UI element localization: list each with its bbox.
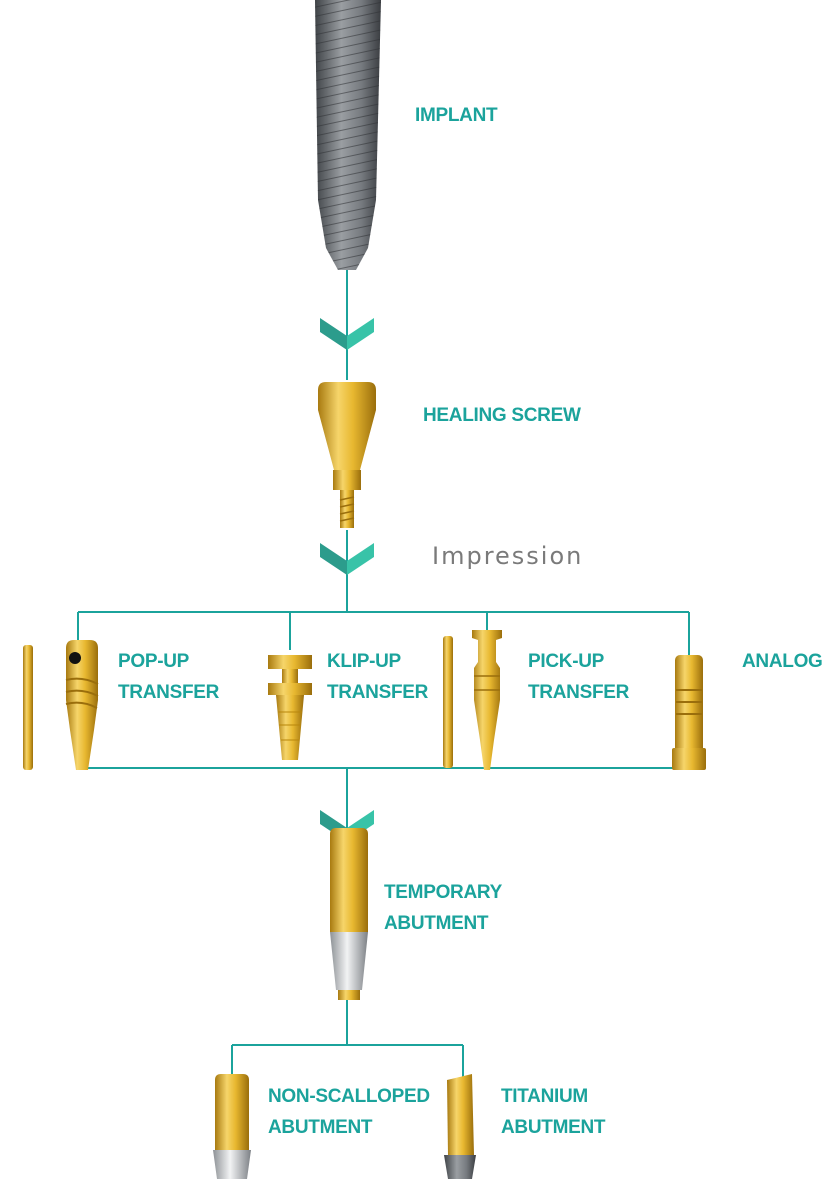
pick-up-transfer-label: PICK-UP TRANSFER	[528, 646, 629, 708]
implant-label: IMPLANT	[415, 100, 497, 131]
non-scalloped-label-line1: NON-SCALLOPED	[268, 1081, 430, 1112]
titanium-label-line2: ABUTMENT	[501, 1112, 605, 1143]
klip-up-label-line1: KLIP-UP	[327, 646, 428, 677]
healing-screw-icon	[318, 382, 376, 528]
pick-up-label-line2: TRANSFER	[528, 677, 629, 708]
temporary-abutment-label: TEMPORARY ABUTMENT	[384, 877, 502, 939]
pop-up-transfer-label: POP-UP TRANSFER	[118, 646, 219, 708]
titanium-label-line1: TITANIUM	[501, 1081, 605, 1112]
klip-up-label-line2: TRANSFER	[327, 677, 428, 708]
pop-up-transfer-icon	[23, 640, 98, 770]
healing-screw-label: HEALING SCREW	[423, 400, 581, 431]
pop-up-label-line2: TRANSFER	[118, 677, 219, 708]
non-scalloped-label-line2: ABUTMENT	[268, 1112, 430, 1143]
non-scalloped-abutment-icon	[213, 1074, 251, 1179]
klip-up-transfer-label: KLIP-UP TRANSFER	[327, 646, 428, 708]
pick-up-label-line1: PICK-UP	[528, 646, 629, 677]
pick-up-transfer-icon	[443, 630, 502, 770]
implant-icon	[315, 0, 381, 270]
analog-icon	[672, 655, 706, 770]
pop-up-label-line1: POP-UP	[118, 646, 219, 677]
analog-label: ANALOG	[742, 646, 823, 677]
klip-up-transfer-icon	[268, 655, 312, 760]
titanium-abutment-label: TITANIUM ABUTMENT	[501, 1081, 605, 1143]
temporary-label-line1: TEMPORARY	[384, 877, 502, 908]
temporary-abutment-icon	[330, 828, 368, 1000]
temporary-label-line2: ABUTMENT	[384, 908, 502, 939]
impression-label: Impression	[432, 542, 583, 570]
non-scalloped-abutment-label: NON-SCALLOPED ABUTMENT	[268, 1081, 430, 1143]
titanium-abutment-icon	[444, 1074, 476, 1179]
